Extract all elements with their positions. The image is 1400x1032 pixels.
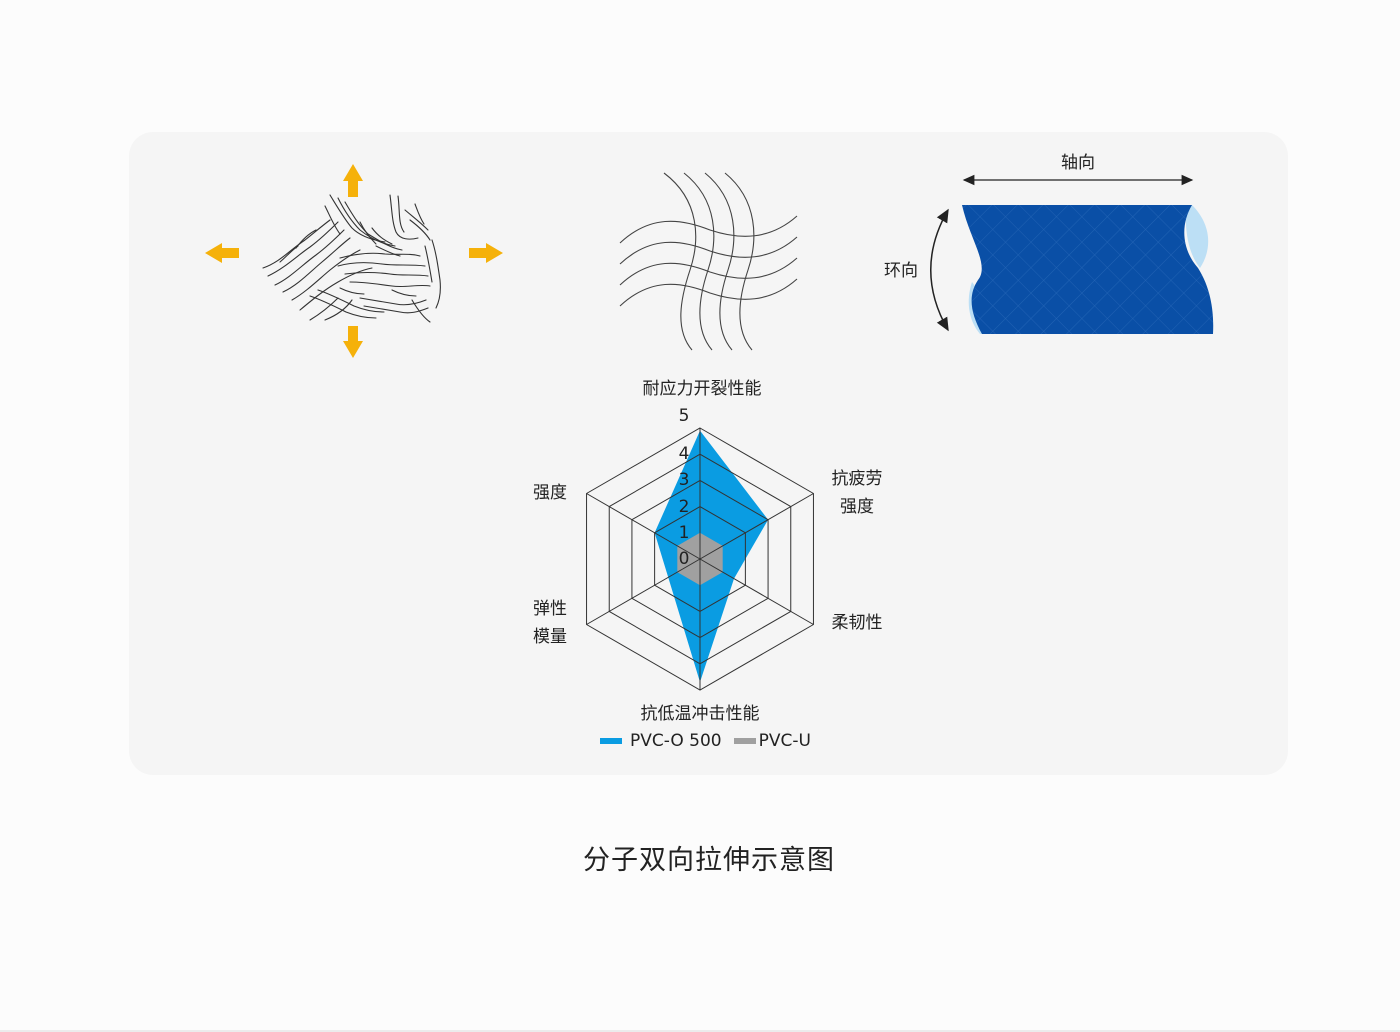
arrow-down-icon [343,326,363,358]
axis-label-line: 弹性 [533,599,567,619]
axis-label-line: 抗疲劳 [831,469,883,489]
figure-caption: 分子双向拉伸示意图 [583,845,835,876]
legend-swatch-blue [600,738,622,744]
arrow-up-icon [343,164,363,197]
tangled-molecule-chains-icon [262,194,441,323]
radar-tick-label: 0 [678,549,690,569]
legend-swatch-gray [733,738,756,744]
radar-axis-line [586,558,701,625]
axis-label-line: 模量 [533,627,567,647]
pipe-right-inner-lobe [1185,205,1209,268]
axial-label: 轴向 [1061,153,1095,173]
radar-tick-label: 2 [678,496,690,517]
axis-label-strength: 强度 [533,483,567,503]
pipe-illustration [930,174,1214,334]
radar-axis-line [699,558,814,625]
chart-legend: PVC-O 500 PVC-U [600,731,823,751]
axis-label-fatigue-strength: 抗疲劳 强度 [832,465,883,521]
axis-label-stress-crack-resistance: 耐应力开裂性能 [642,379,762,399]
page-bottom-border [0,1030,1400,1032]
arrow-left-icon [205,243,239,263]
legend-item-pvc-o-500: PVC-O 500 [600,731,722,751]
legend-label: PVC-O 500 [630,731,722,751]
legend-label: PVC-U [758,731,811,751]
radar-tick-label: 1 [678,522,690,543]
hoop-label: 环向 [884,261,918,281]
axis-label-line: 强度 [840,497,874,517]
woven-lines-illustration [619,172,798,351]
radar-tick-label: 4 [678,444,690,465]
radar-tick-label: 3 [678,470,690,491]
radar-axis-line [699,493,814,560]
axis-label-low-temp-impact: 抗低温冲击性能 [640,704,760,724]
radar-tick-label: 5 [678,406,690,426]
axis-label-elastic-modulus: 弹性 模量 [533,595,567,651]
random-molecules-illustration [205,164,503,358]
hoop-arrow-icon [930,208,949,332]
radar-chart [586,427,814,691]
radar-axis-line [586,493,701,560]
arrow-right-icon [469,243,503,263]
legend-item-pvc-u: PVC-U [733,731,811,751]
axis-label-toughness: 柔韧性 [831,613,883,633]
